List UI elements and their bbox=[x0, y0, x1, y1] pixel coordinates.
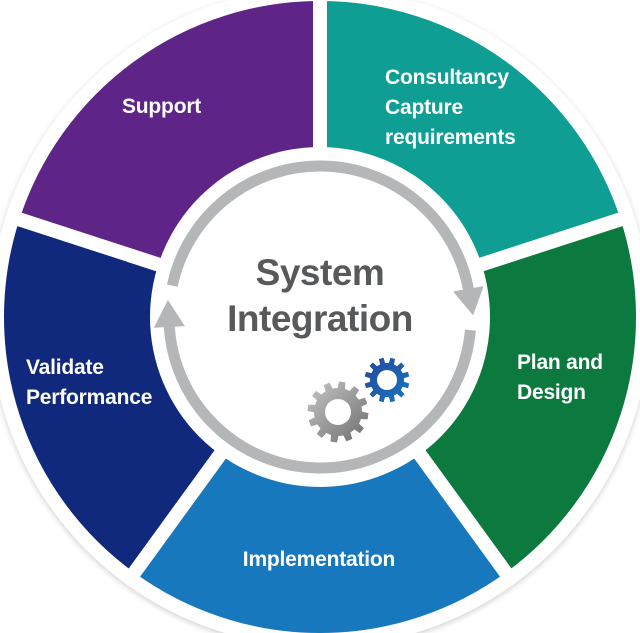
segment-label-consultancy-capture-requirements: Consultancy Capture requirements bbox=[385, 66, 516, 149]
cycle-arrows-icon bbox=[153, 160, 484, 474]
gray-gear-icon bbox=[307, 381, 369, 443]
cycle-arc-top bbox=[166, 160, 475, 292]
segment-label-validate-performance: Validate Performance bbox=[26, 356, 153, 409]
segment-label-support: Support bbox=[122, 95, 202, 118]
inner-circle bbox=[150, 147, 490, 487]
gears bbox=[307, 357, 410, 443]
center-title: System Integration bbox=[227, 252, 413, 339]
blue-gear-icon bbox=[364, 357, 410, 403]
arrowhead-down-icon bbox=[453, 286, 484, 316]
segment-label-plan-and-design: Plan and Design bbox=[517, 351, 603, 404]
segment-label-implementation: Implementation bbox=[242, 548, 396, 571]
cycle-arc-bottom bbox=[163, 324, 476, 474]
arrowhead-up-icon bbox=[153, 299, 185, 328]
